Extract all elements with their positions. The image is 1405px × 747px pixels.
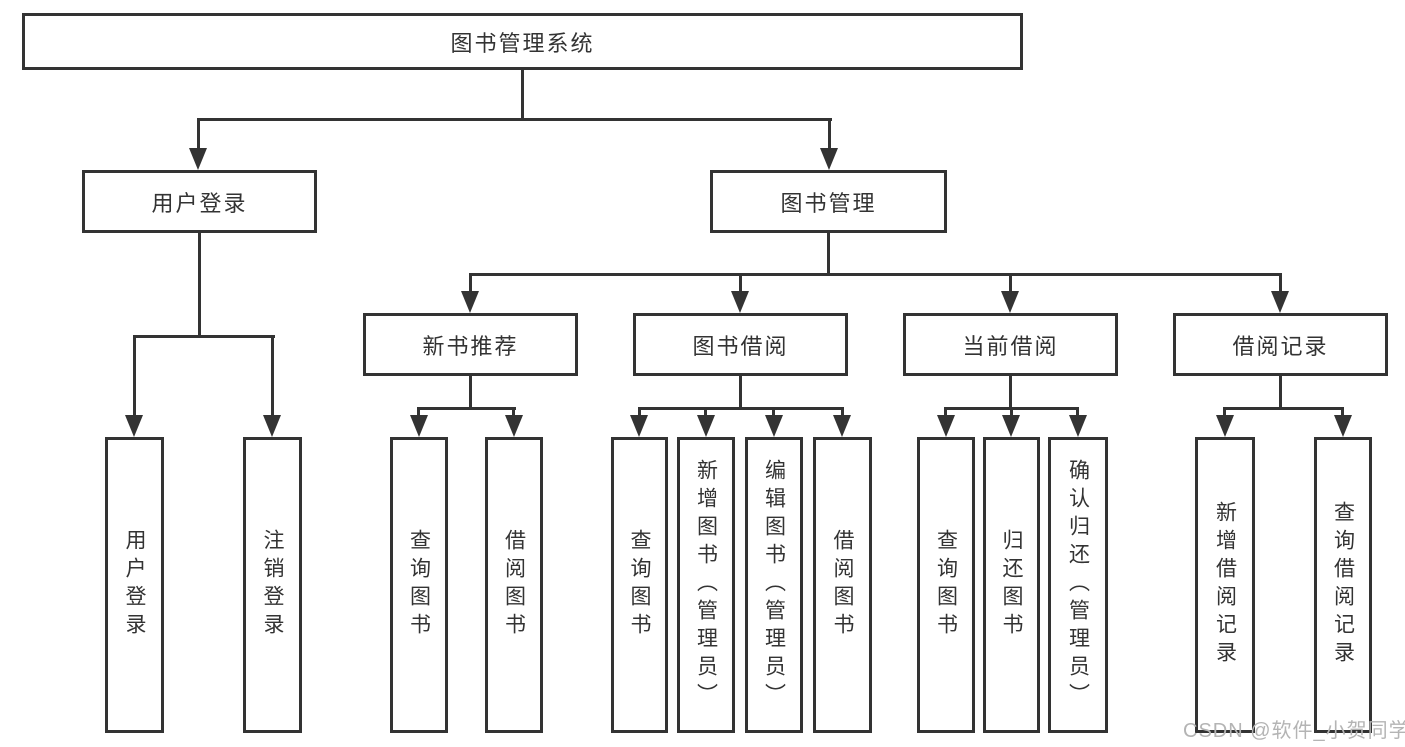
leaf-ns-borrow-book: 借阅图书 (485, 437, 543, 733)
arrowhead-to-cb-confirm (1069, 415, 1087, 437)
node-new-book-recommend-label: 新书推荐 (422, 333, 519, 359)
node-book-borrow: 图书借阅 (633, 313, 848, 376)
arrowhead-to-user-login (189, 148, 207, 170)
node-new-book-recommend: 新书推荐 (363, 313, 578, 376)
connector-book-borrow-stem (739, 376, 742, 407)
leaf-cb-confirm-return-admin-label: 确认归还（管理员） (1066, 459, 1090, 711)
connector-borrow-records-stem (1279, 376, 1282, 407)
leaf-br-add-record-label: 新增借阅记录 (1213, 501, 1237, 669)
arrowhead-to-bb-edit (765, 415, 783, 437)
node-current-borrow-label: 当前借阅 (962, 333, 1059, 359)
leaf-logout: 注销登录 (243, 437, 302, 733)
watermark: CSDN @软件_小贺同学 (1183, 720, 1405, 742)
connector-to-user-login (197, 118, 200, 151)
connector-to-bb-edit (772, 407, 775, 415)
leaf-ns-query-book: 查询图书 (390, 437, 448, 733)
node-book-management-label: 图书管理 (780, 190, 877, 216)
connector-to-ns-borrow (512, 407, 515, 415)
connector-to-bb-borrow (841, 407, 844, 415)
connector-to-borrow-records (1279, 273, 1282, 291)
arrowhead-to-br-query (1334, 415, 1352, 437)
connector-to-book-borrow (739, 273, 742, 291)
arrowhead-to-book-borrow (731, 291, 749, 313)
node-user-login-label: 用户登录 (151, 190, 248, 216)
node-borrow-records: 借阅记录 (1173, 313, 1388, 376)
connector-user-login-stem (198, 233, 201, 335)
leaf-ns-query-book-label: 查询图书 (407, 529, 431, 641)
leaf-bb-query-book-label: 查询图书 (628, 529, 651, 641)
leaf-cb-return-book: 归还图书 (983, 437, 1040, 733)
connector-to-leaf-user-login (133, 335, 136, 415)
connector-root-stem (521, 70, 524, 118)
leaf-br-query-record-label: 查询借阅记录 (1331, 501, 1355, 669)
connector-to-leaf-logout (271, 335, 274, 415)
leaf-ns-borrow-book-label: 借阅图书 (502, 529, 526, 641)
arrowhead-to-bb-add (697, 415, 715, 437)
leaf-logout-label: 注销登录 (261, 529, 284, 641)
node-system-root: 图书管理系统 (22, 13, 1023, 70)
connector-root-rail (197, 118, 832, 121)
node-book-borrow-label: 图书借阅 (692, 333, 789, 359)
arrowhead-to-borrow-records (1271, 291, 1289, 313)
arrowhead-to-ns-borrow (505, 415, 523, 437)
arrowhead-to-cb-return (1002, 415, 1020, 437)
leaf-cb-return-book-label: 归还图书 (1000, 529, 1023, 641)
node-borrow-records-label: 借阅记录 (1232, 333, 1329, 359)
connector-to-cb-query (944, 407, 947, 415)
connector-to-cb-return (1010, 407, 1013, 415)
node-book-management: 图书管理 (710, 170, 947, 233)
leaf-bb-add-book-admin: 新增图书（管理员） (677, 437, 735, 733)
arrowhead-to-br-add (1216, 415, 1234, 437)
connector-new-book-rail (418, 407, 516, 410)
connector-to-bb-query (638, 407, 641, 415)
leaf-bb-borrow-book-label: 借阅图书 (831, 529, 854, 641)
connector-borrow-records-rail (1224, 407, 1343, 410)
leaf-br-add-record: 新增借阅记录 (1195, 437, 1255, 733)
connector-to-br-add (1223, 407, 1226, 415)
node-system-root-label: 图书管理系统 (450, 30, 595, 56)
arrowhead-to-bb-query (630, 415, 648, 437)
connector-to-book-management (828, 118, 831, 151)
connector-new-book-stem (469, 376, 472, 407)
arrowhead-to-leaf-user-login (125, 415, 143, 437)
connector-current-borrow-stem (1009, 376, 1012, 407)
leaf-cb-confirm-return-admin: 确认归还（管理员） (1048, 437, 1108, 733)
connector-to-current-borrow (1009, 273, 1012, 291)
leaf-cb-query-book: 查询图书 (917, 437, 975, 733)
connector-user-login-rail (133, 335, 275, 338)
connector-book-borrow-rail (638, 407, 844, 410)
arrowhead-to-leaf-logout (263, 415, 281, 437)
arrowhead-to-current-borrow (1001, 291, 1019, 313)
connector-to-ns-query (417, 407, 420, 415)
leaf-cb-query-book-label: 查询图书 (934, 529, 958, 641)
arrowhead-to-book-management (820, 148, 838, 170)
connector-to-new-book (469, 273, 472, 291)
leaf-br-query-record: 查询借阅记录 (1314, 437, 1372, 733)
leaf-bb-edit-book-admin-label: 编辑图书（管理员） (762, 459, 786, 711)
arrowhead-to-ns-query (410, 415, 428, 437)
leaf-user-login: 用户登录 (105, 437, 164, 733)
leaf-bb-add-book-admin-label: 新增图书（管理员） (694, 459, 718, 711)
leaf-bb-edit-book-admin: 编辑图书（管理员） (745, 437, 803, 733)
leaf-bb-borrow-book: 借阅图书 (813, 437, 872, 733)
leaf-bb-query-book: 查询图书 (611, 437, 668, 733)
node-user-login: 用户登录 (82, 170, 317, 233)
connector-book-management-stem (827, 233, 830, 273)
arrowhead-to-new-book (461, 291, 479, 313)
connector-to-br-query (1341, 407, 1344, 415)
arrowhead-to-cb-query (937, 415, 955, 437)
arrowhead-to-bb-borrow (833, 415, 851, 437)
connector-to-bb-add (704, 407, 707, 415)
node-current-borrow: 当前借阅 (903, 313, 1118, 376)
connector-to-cb-confirm (1076, 407, 1079, 415)
leaf-user-login-label: 用户登录 (123, 529, 146, 641)
connector-book-management-rail (469, 273, 1281, 276)
